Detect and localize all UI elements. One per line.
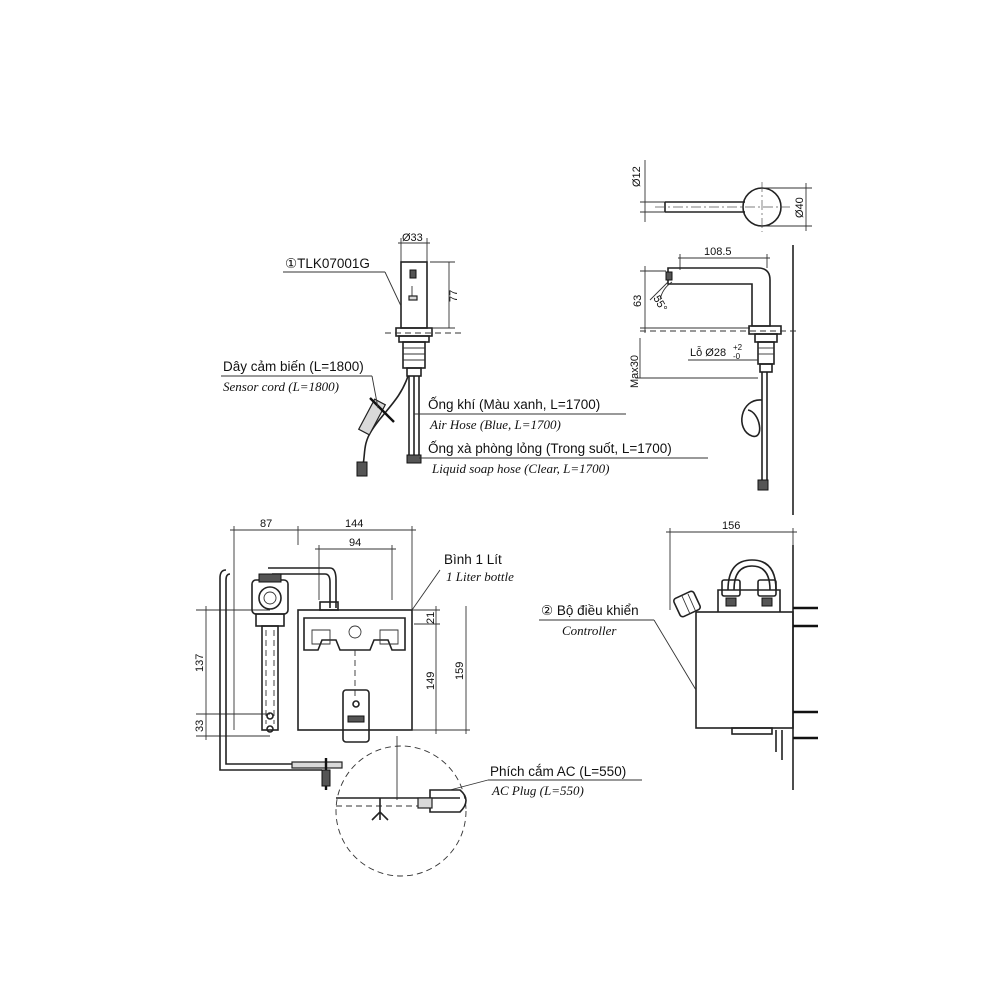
bottle-callout: Bình 1 Lít 1 Liter bottle bbox=[411, 552, 514, 611]
dim-33: 33 bbox=[194, 720, 206, 732]
dim-hole-tol2: -0 bbox=[733, 352, 741, 361]
dim-d33: Ø33 bbox=[402, 232, 423, 244]
controller-label-vi: ② Bộ điều khiển bbox=[541, 603, 639, 618]
dim-156: 156 bbox=[722, 520, 740, 532]
bottle-assembly: 87 144 94 137 33 bbox=[194, 518, 470, 877]
air-hose-label-vi: Ống khí (Màu xanh, L=1700) bbox=[428, 397, 600, 412]
controller-callout: ② Bộ điều khiển Controller bbox=[539, 603, 697, 691]
faucet-model-label: ①TLK07001G bbox=[285, 256, 370, 271]
sensor-cord-label-vi: Dây cảm biến (L=1800) bbox=[223, 359, 364, 374]
dim-94: 94 bbox=[349, 537, 361, 549]
faucet-top-view: Ø12 Ø40 bbox=[631, 160, 812, 232]
soap-hose-callout: Ống xà phòng lỏng (Trong suốt, L=1700) L… bbox=[419, 441, 708, 476]
dim-108-5: 108.5 bbox=[704, 246, 732, 258]
ac-plug-label-vi: Phích cắm AC (L=550) bbox=[490, 764, 626, 779]
dim-149: 149 bbox=[425, 672, 437, 690]
dim-63: 63 bbox=[632, 295, 644, 307]
dim-21: 21 bbox=[425, 612, 437, 624]
dim-144: 144 bbox=[345, 518, 363, 530]
faucet-model-callout: ①TLK07001G bbox=[283, 256, 402, 307]
controller-view: 156 bbox=[666, 520, 818, 790]
dim-87: 87 bbox=[260, 518, 272, 530]
dim-d12: Ø12 bbox=[631, 166, 643, 187]
sensor-cord-callout: Dây cảm biến (L=1800) Sensor cord (L=180… bbox=[221, 359, 379, 409]
dim-77: 77 bbox=[448, 290, 460, 302]
bottle-label-en: 1 Liter bottle bbox=[446, 569, 514, 584]
air-hose-label-en: Air Hose (Blue, L=1700) bbox=[429, 417, 561, 432]
dim-159: 159 bbox=[454, 662, 466, 680]
dim-d40: Ø40 bbox=[794, 197, 806, 218]
faucet-side-view: 108.5 55° 63 Lỗ Ø28 +2 -0 Max30 bbox=[629, 245, 800, 515]
dim-hole-tol: +2 bbox=[733, 343, 743, 352]
air-hose-callout: Ống khí (Màu xanh, L=1700) Air Hose (Blu… bbox=[414, 397, 626, 432]
ac-plug-callout: Phích cắm AC (L=550) AC Plug (L=550) bbox=[449, 764, 642, 798]
dim-137: 137 bbox=[194, 654, 206, 672]
dim-hole: Lỗ Ø28 bbox=[690, 346, 726, 359]
faucet-front-view: Ø33 77 bbox=[356, 232, 462, 477]
dim-max30: Max30 bbox=[629, 355, 641, 388]
soap-hose-label-vi: Ống xà phòng lỏng (Trong suốt, L=1700) bbox=[428, 441, 672, 456]
soap-hose-label-en: Liquid soap hose (Clear, L=1700) bbox=[431, 461, 609, 476]
sensor-cord-label-en: Sensor cord (L=1800) bbox=[223, 379, 339, 394]
bottle-label-vi: Bình 1 Lít bbox=[444, 552, 502, 567]
ac-plug-label-en: AC Plug (L=550) bbox=[491, 783, 584, 798]
controller-label-en: Controller bbox=[562, 623, 617, 638]
